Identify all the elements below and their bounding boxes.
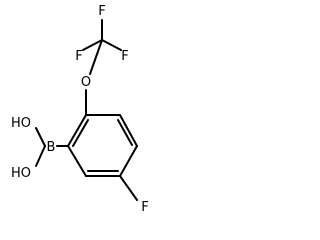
bond-c-f-right [101, 39, 122, 51]
ring-bond-3 [119, 145, 138, 177]
bond-b-oh-bottom [35, 145, 46, 167]
bond-c-o [89, 39, 103, 75]
hydroxyl-top-label: HO [11, 116, 31, 131]
hydroxyl-bottom-label: HO [11, 166, 31, 181]
ring-bond-6 [67, 114, 87, 147]
bond-b-oh-top [35, 127, 46, 147]
ring-bond-2 [119, 114, 138, 147]
ring-double-bond-3 [72, 119, 89, 147]
structure-diagram: F F F O B HO HO F [11, 4, 149, 215]
fluorine-ring-label: F [141, 200, 148, 215]
bond-c-f-left [82, 39, 103, 51]
ring-double-bond-1 [117, 119, 133, 146]
boron-label: B [47, 140, 56, 155]
fluorine-right-label: F [121, 49, 128, 64]
bond-ring-f [119, 175, 138, 201]
ring-bond-5 [67, 145, 87, 177]
fluorine-left-label: F [75, 49, 82, 64]
oxygen-label: O [81, 75, 91, 90]
fluorine-top-label: F [98, 4, 105, 19]
